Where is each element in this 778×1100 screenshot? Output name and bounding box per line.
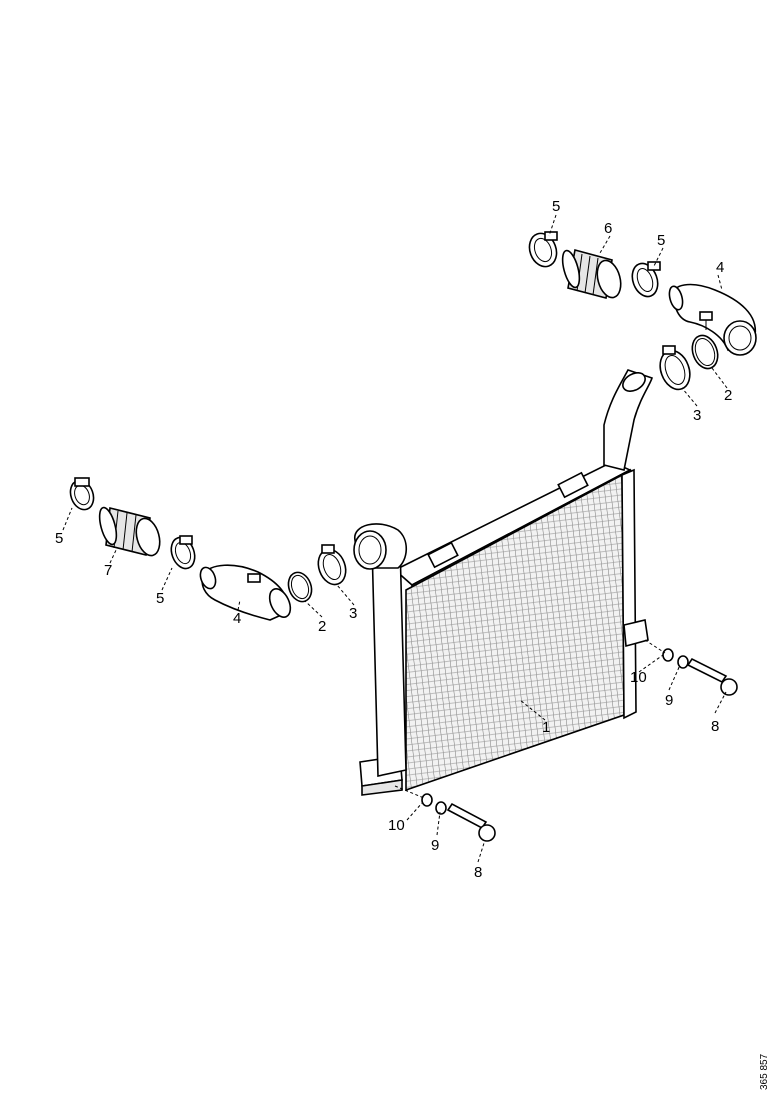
callout-1: 1 — [542, 719, 550, 736]
hose-clamp-upper-b — [631, 261, 661, 298]
callout-5: 5 — [657, 232, 665, 249]
callout-5: 5 — [156, 590, 164, 607]
hose-clamp-left-a — [69, 477, 95, 511]
intercooler-right-inlet — [603, 369, 653, 471]
callout-5: 5 — [55, 530, 63, 547]
callout-8: 8 — [474, 864, 482, 881]
callout-9: 9 — [665, 692, 673, 709]
callout-2: 2 — [318, 618, 326, 635]
callout-9: 9 — [431, 837, 439, 854]
callout-4: 4 — [233, 610, 241, 627]
rubber-hose-upper — [561, 249, 622, 299]
elbow-pipe-left — [199, 564, 292, 621]
seal-ring-upper — [691, 334, 719, 370]
callout-4: 4 — [716, 259, 724, 276]
callout-labels: 5 6 5 4 2 3 5 7 5 4 2 3 1 10 9 8 10 9 8 — [55, 198, 732, 881]
mounting-hardware-left — [421, 793, 496, 842]
seal-ring-left — [287, 571, 313, 603]
rubber-hose-left — [98, 506, 161, 557]
callout-5: 5 — [552, 198, 560, 215]
mounting-hardware-right — [662, 648, 738, 696]
leader-lines — [62, 214, 728, 863]
v-clamp-left — [317, 544, 347, 586]
intercooler-left-outlet — [353, 523, 408, 777]
callout-3: 3 — [693, 407, 701, 424]
hose-clamp-upper-a — [528, 231, 558, 268]
elbow-pipe-upper — [668, 283, 757, 356]
callout-6: 6 — [604, 220, 612, 237]
drawing-number: 365 857 — [759, 1053, 770, 1090]
callout-8: 8 — [711, 718, 719, 735]
callout-10: 10 — [388, 817, 405, 834]
callout-3: 3 — [349, 605, 357, 622]
callout-2: 2 — [724, 387, 732, 404]
v-clamp-upper — [659, 345, 691, 391]
callout-10: 10 — [630, 669, 647, 686]
callout-7: 7 — [104, 562, 112, 579]
intercooler-core — [359, 461, 649, 796]
hose-clamp-left-b — [170, 535, 196, 570]
